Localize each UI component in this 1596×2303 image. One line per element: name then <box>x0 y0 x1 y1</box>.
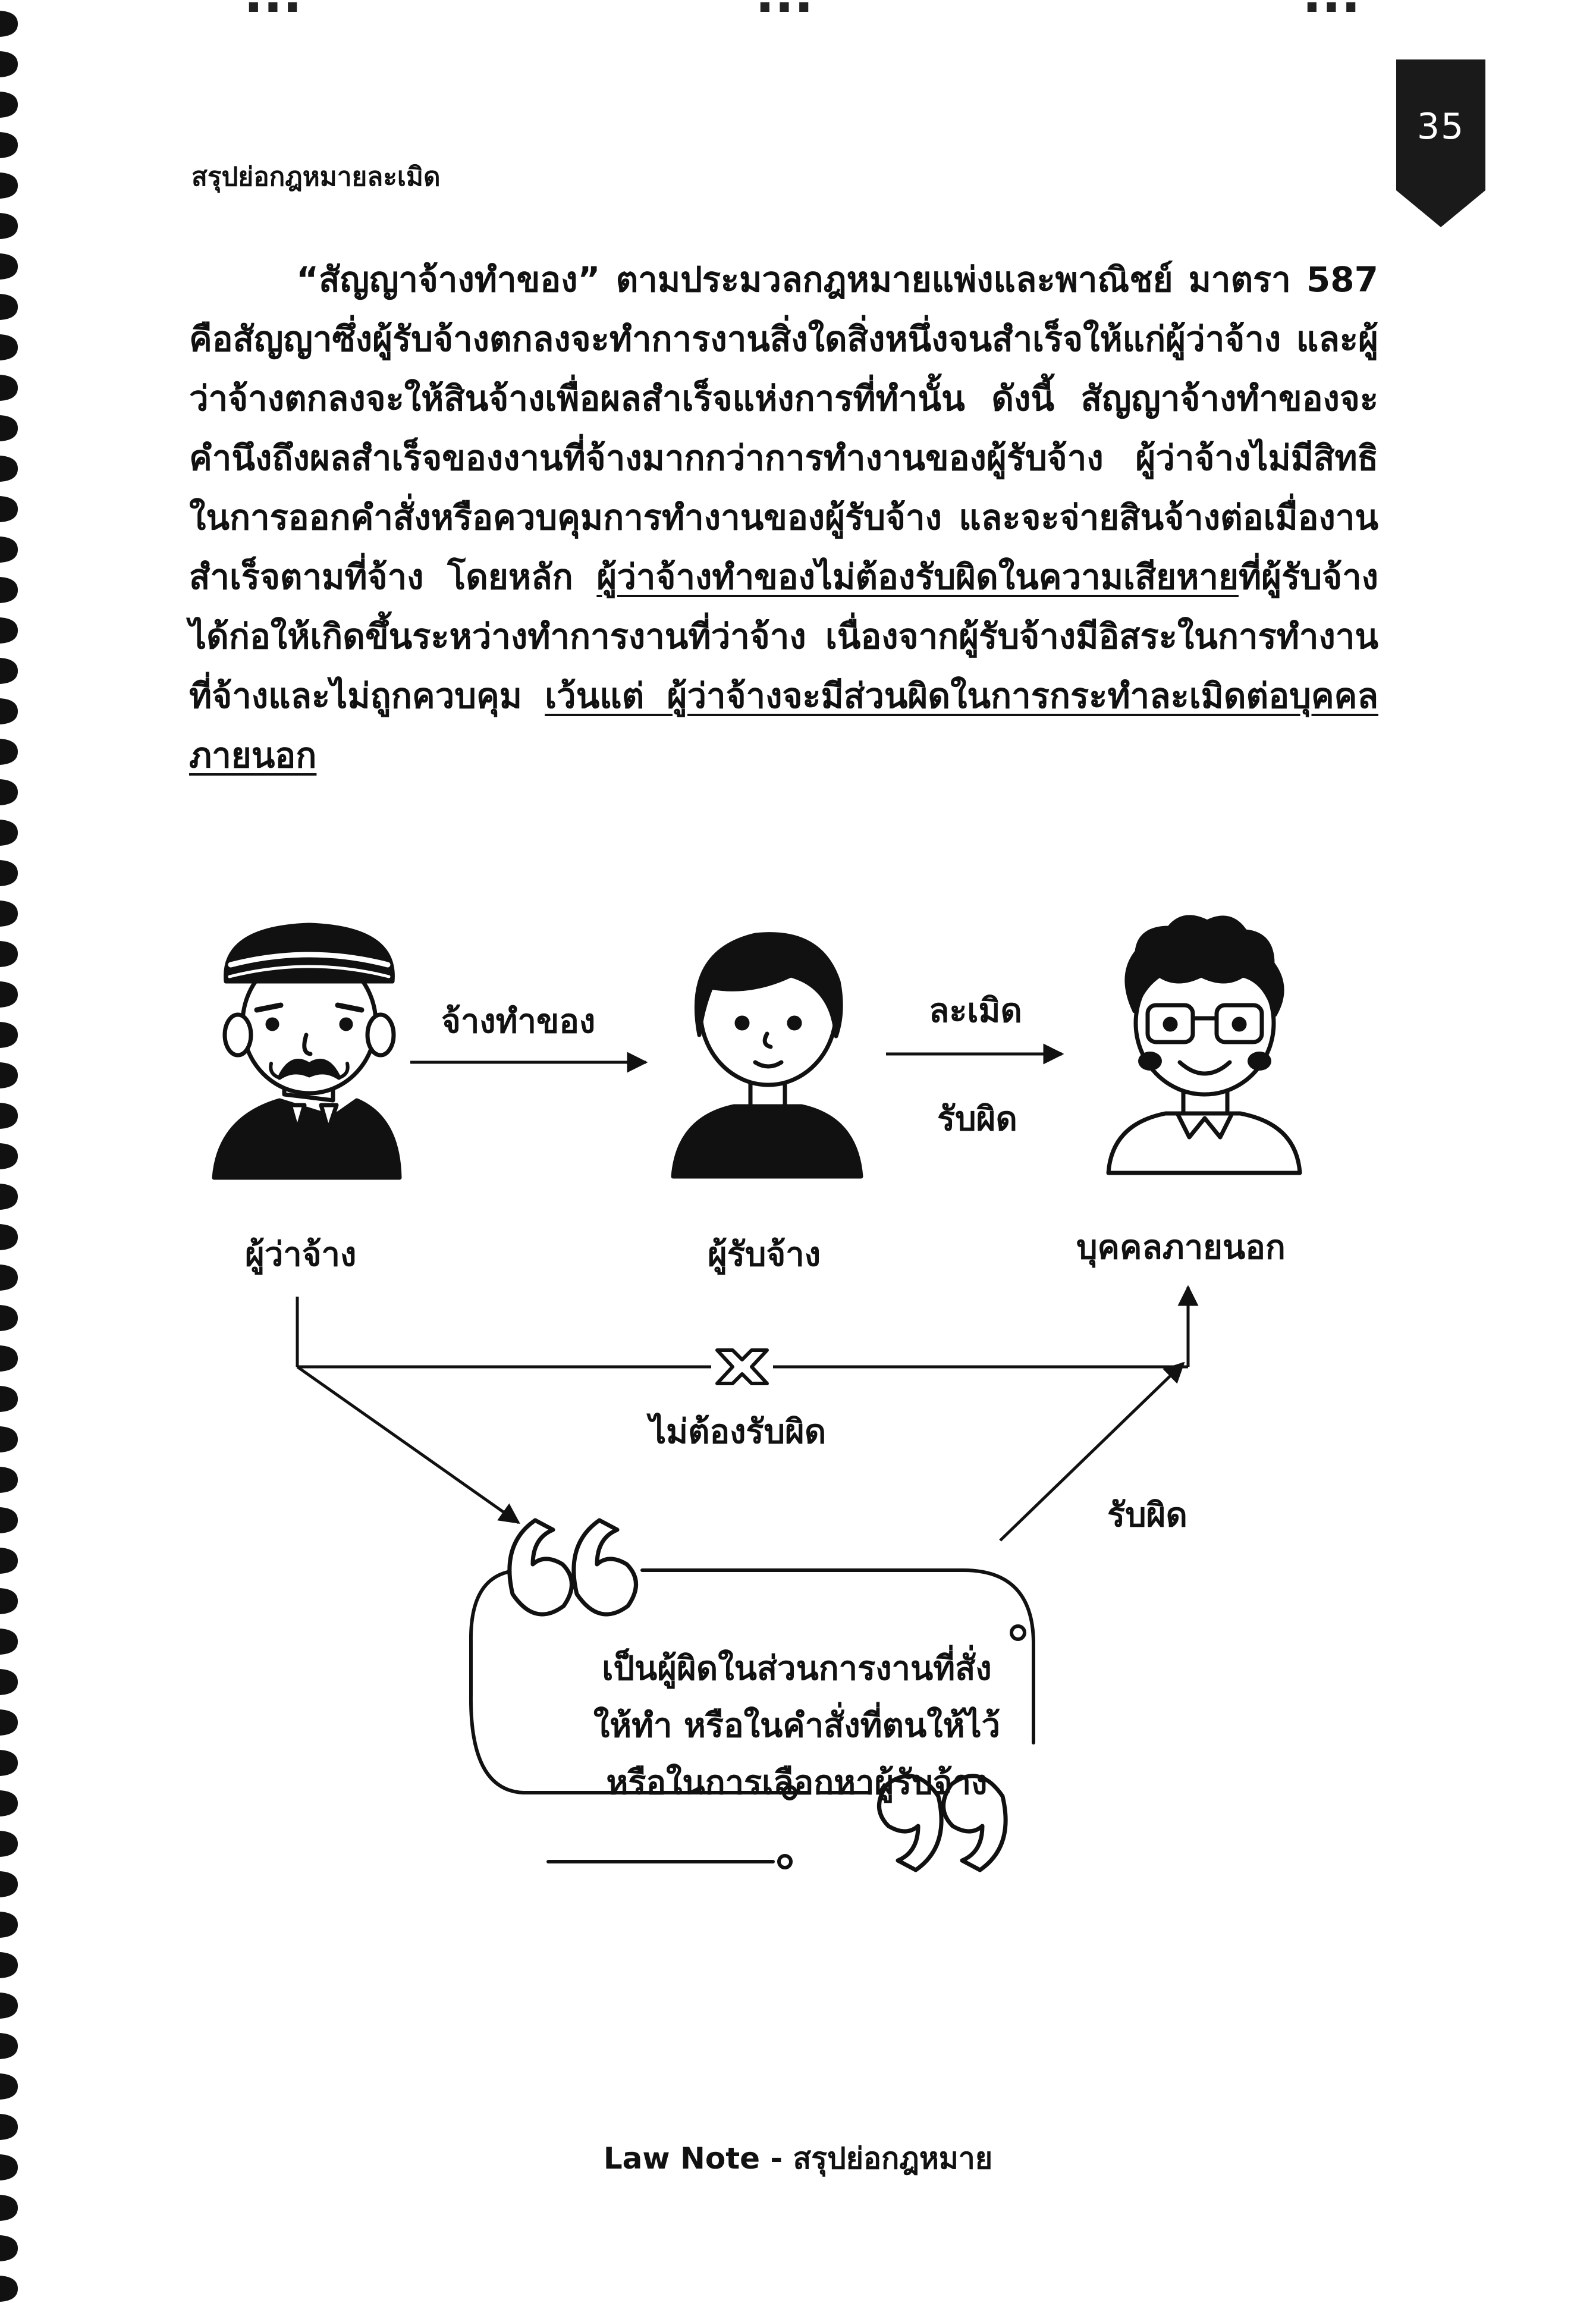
binding-hole <box>0 901 18 927</box>
binding-hole <box>0 1993 18 2019</box>
binding-hole <box>0 698 18 724</box>
binding-hole <box>0 1224 18 1250</box>
liable-arrow-label: รับผิด <box>937 1100 1017 1138</box>
contractor-label: ผู้รับจ้าง <box>708 1235 821 1274</box>
binding-hole <box>0 2195 18 2221</box>
hire-arrow-label: จ้างทำของ <box>441 1002 596 1041</box>
bubble-line: หรือในการเลือกหาผู้รับจ้าง <box>606 1764 988 1802</box>
top-fragment: ... <box>244 0 302 20</box>
binding-hole <box>0 375 18 401</box>
employer-avatar <box>212 923 402 1180</box>
binding-hole <box>0 253 18 280</box>
binding-hole <box>0 860 18 886</box>
underlined-exception: เว้นแต่ ผู้ว่าจ้างจะมีส่วนผิดในการกระทำล… <box>189 676 1378 776</box>
binding-hole <box>0 1265 18 1291</box>
binding-hole <box>0 456 18 482</box>
binding-hole <box>0 1952 18 1978</box>
binding-hole <box>0 1143 18 1169</box>
binding-hole <box>0 1184 18 1210</box>
body-paragraph: “สัญญาจ้างทำของ” ตามประมวลกฎหมายแพ่งและพ… <box>189 250 1378 785</box>
binding-hole <box>0 1790 18 1816</box>
contractor-avatar <box>671 932 863 1179</box>
top-fragment: ... <box>755 0 813 20</box>
binding-hole <box>0 51 18 77</box>
binding-hole <box>0 1426 18 1452</box>
binding-hole <box>0 1305 18 1331</box>
binding-hole <box>0 2073 18 2100</box>
binding-hole <box>0 658 18 684</box>
liability-connectors <box>296 1285 1199 1542</box>
binding-hole <box>0 2154 18 2180</box>
bubble-line: ให้ทำ หรือในคำสั่งที่ตนให้ไว้ <box>593 1706 1001 1745</box>
binding-hole <box>0 2033 18 2059</box>
binding-hole <box>0 1103 18 1129</box>
binding-hole <box>0 1912 18 1938</box>
running-head: สรุปย่อกฎหมายละเมิด <box>191 162 441 192</box>
close-quote-icon <box>877 1774 1008 1872</box>
binding-hole <box>0 294 18 320</box>
binding-hole <box>0 2235 18 2261</box>
open-quote-icon <box>507 1518 638 1617</box>
binding-hole <box>0 1831 18 1857</box>
spiral-binding <box>0 11 18 2302</box>
binding-hole <box>0 1669 18 1695</box>
binding-hole <box>0 739 18 765</box>
binding-hole <box>0 1386 18 1412</box>
binding-hole <box>0 1588 18 1614</box>
page-footer: Law Note - สรุปย่อกฎหมาย <box>603 2141 993 2176</box>
binding-hole <box>0 1548 18 1574</box>
binding-hole <box>0 172 18 199</box>
employer-label: ผู้ว่าจ้าง <box>245 1235 357 1274</box>
binding-hole <box>0 92 18 118</box>
binding-hole <box>0 1629 18 1655</box>
binding-hole <box>0 536 18 563</box>
binding-hole <box>0 132 18 158</box>
bubble-line: เป็นผู้ผิดในส่วนการงานที่สั่ง <box>602 1649 992 1688</box>
paragraph-text: คือสัญญาซึ่งผู้รับจ้างตกลงจะทำการงานสิ่ง… <box>189 319 1378 597</box>
binding-hole <box>0 1871 18 1897</box>
binding-hole <box>0 1062 18 1088</box>
binding-hole <box>0 496 18 522</box>
binding-hole <box>0 617 18 644</box>
binding-hole <box>0 1709 18 1736</box>
bubble-text: เป็นผู้ผิดในส่วนการงานที่สั่ง ให้ทำ หรือ… <box>523 1640 1070 1812</box>
underlined-rule: ผู้ว่าจ้างทำของไม่ต้องรับผิดในความเสียหา… <box>596 557 1239 597</box>
binding-hole <box>0 1467 18 1493</box>
page-number-tab <box>1396 59 1485 227</box>
binding-hole <box>0 981 18 1008</box>
binding-hole <box>0 2114 18 2140</box>
binding-hole <box>0 1022 18 1048</box>
third-party-label: บุคคลภายนอก <box>1076 1228 1286 1267</box>
binding-hole <box>0 577 18 603</box>
binding-hole <box>0 941 18 967</box>
binding-hole <box>0 1507 18 1533</box>
binding-hole <box>0 1345 18 1372</box>
bubble-liable-label: รับผิด <box>1107 1496 1187 1535</box>
cross-icon <box>715 1348 769 1385</box>
top-cropped-text: ... ... ... <box>137 0 1475 27</box>
binding-hole <box>0 820 18 846</box>
tort-arrow-label: ละเมิด <box>929 992 1022 1030</box>
paragraph-text: ที่ผู้รับจ้างได้ก่อให้เกิดขึ้นระหว่างทำก… <box>189 557 1378 716</box>
binding-hole <box>0 334 18 360</box>
binding-hole <box>0 1750 18 1776</box>
paragraph-lead: “สัญญาจ้างทำของ” ตามประมวลกฎหมายแพ่งและพ… <box>296 259 1378 300</box>
binding-hole <box>0 415 18 441</box>
binding-hole <box>0 11 18 37</box>
top-fragment: ... <box>1302 0 1361 20</box>
binding-hole <box>0 213 18 239</box>
not-liable-label: ไม่ต้องรับผิด <box>649 1413 827 1451</box>
binding-hole <box>0 2276 18 2302</box>
binding-hole <box>0 779 18 805</box>
page-number: 35 <box>1416 106 1465 148</box>
third-party-avatar <box>1106 915 1302 1175</box>
